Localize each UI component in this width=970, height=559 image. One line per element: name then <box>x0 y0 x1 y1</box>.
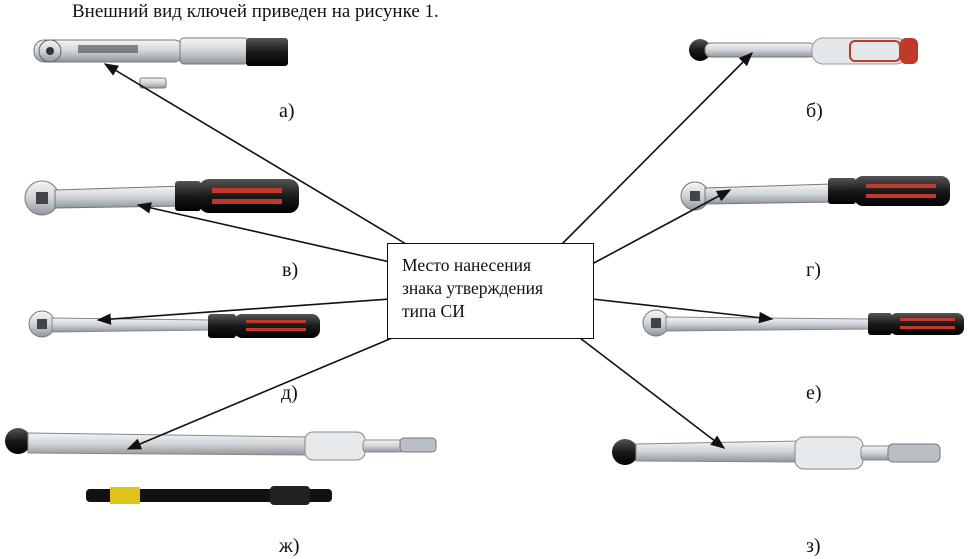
label-d: д) <box>281 382 298 404</box>
wrench-zh-image <box>5 428 437 505</box>
wrench-v-image <box>24 179 299 216</box>
label-z: з) <box>806 535 821 557</box>
label-g: г) <box>806 259 821 281</box>
callout-arrows <box>96 51 774 450</box>
callout-line-3: типа СИ <box>402 301 465 321</box>
arrow-to-z <box>579 337 726 449</box>
wrench-a-image <box>33 37 288 89</box>
wrench-e-image <box>642 309 964 337</box>
label-zh: ж) <box>279 535 300 557</box>
callout-line-1: Место нанесения <box>402 255 532 275</box>
label-b: б) <box>806 100 823 122</box>
callout-line-2: знака утверждения <box>402 278 544 298</box>
label-e: е) <box>806 382 822 404</box>
label-a: а) <box>279 100 295 122</box>
arrow-to-e <box>591 298 774 324</box>
arrow-to-g <box>591 189 732 265</box>
wrench-z-image <box>612 436 941 470</box>
arrow-to-d <box>96 298 391 325</box>
wrench-b-image <box>689 37 918 65</box>
wrench-g-image <box>680 176 950 211</box>
wrench-d-image <box>28 310 320 338</box>
arrow-to-zh <box>126 337 393 450</box>
arrow-to-v <box>136 202 391 263</box>
callout-box: Место нанесения знака утверждения типа С… <box>387 243 594 339</box>
figure-caption: Внешний вид ключей приведен на рисунке 1… <box>72 1 439 22</box>
arrow-to-a <box>103 63 407 245</box>
arrow-to-b <box>561 51 754 245</box>
label-v: в) <box>282 259 299 281</box>
